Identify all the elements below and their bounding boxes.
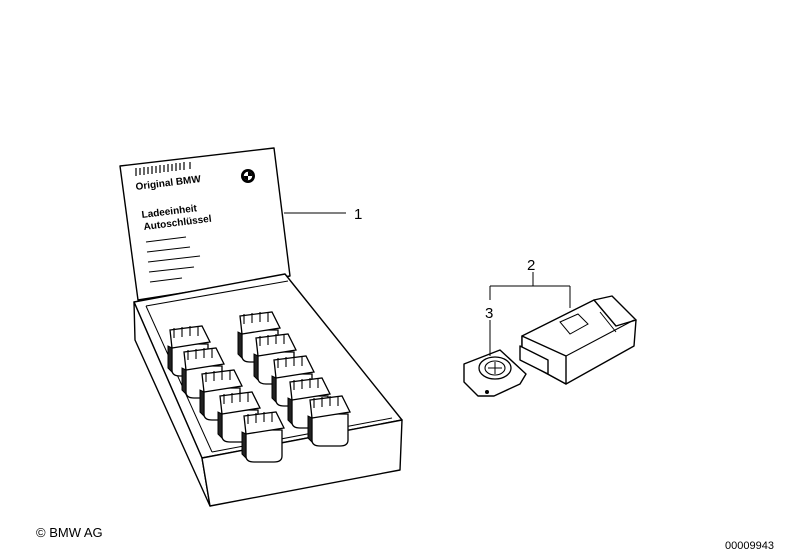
key-head (463, 349, 527, 397)
charging-plug (519, 295, 637, 385)
copyright-label: © BMW AG (36, 525, 103, 540)
lid-barcode (135, 162, 191, 176)
key-charger-unit (241, 411, 285, 463)
key-charger-unit (307, 395, 351, 447)
diagram-number: 00009943 (725, 540, 774, 552)
lid-text-lines (145, 236, 201, 283)
callout-2: 2 (527, 257, 535, 274)
bmw-logo (241, 169, 255, 183)
callout-1: 1 (354, 206, 362, 223)
key-chargers (167, 311, 351, 463)
callout-leaders (284, 212, 571, 356)
callout-3: 3 (485, 305, 493, 322)
